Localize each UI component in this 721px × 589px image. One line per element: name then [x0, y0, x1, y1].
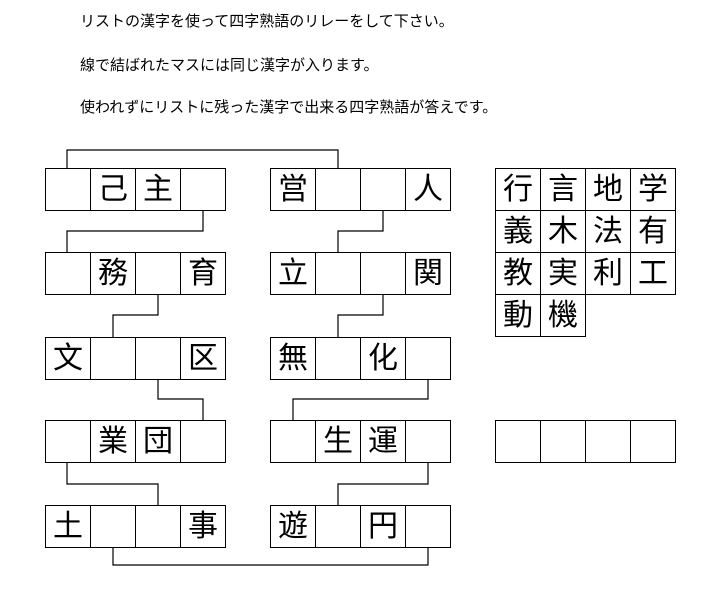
- right-row2-cell3[interactable]: [360, 252, 406, 295]
- right-row1-cell1[interactable]: 営: [270, 168, 316, 211]
- right-row1-cell4[interactable]: 人: [405, 168, 451, 211]
- right-row2-cell2[interactable]: [315, 252, 361, 295]
- connector-left-2-3: [112, 294, 159, 337]
- instruction-line-3: 使われずにリストに残った漢字で出来る四字熟語が答えです。: [80, 98, 498, 116]
- kanji-list-item: 義: [495, 210, 541, 253]
- left-row2-cell3[interactable]: [135, 252, 181, 295]
- instruction-line-2: 線で結ばれたマスには同じ漢字が入ります。: [80, 56, 379, 74]
- kanji-list-item: 木: [540, 210, 586, 253]
- kanji-list-item: 実: [540, 252, 586, 295]
- left-row4-cell4[interactable]: [180, 420, 226, 463]
- right-row5-cell4[interactable]: [405, 505, 451, 548]
- instruction-line-1: リストの漢字を使って四字熟語のリレーをして下さい。: [80, 12, 454, 30]
- left-row5-cell2[interactable]: [90, 505, 136, 548]
- kanji-list-item: 行: [495, 168, 541, 211]
- right-row2-cell4[interactable]: 関: [405, 252, 451, 295]
- answer-cell-3[interactable]: [585, 420, 631, 463]
- left-row5-cell1[interactable]: 土: [45, 505, 91, 548]
- right-row3-cell4[interactable]: [405, 337, 451, 380]
- left-row4-cell3[interactable]: 団: [135, 420, 181, 463]
- kanji-list-item: 法: [585, 210, 631, 253]
- right-row4-cell1[interactable]: [270, 420, 316, 463]
- kanji-list-item: 工: [630, 252, 676, 295]
- left-row3-cell3[interactable]: [135, 337, 181, 380]
- kanji-list-item: 学: [630, 168, 676, 211]
- left-row1-cell1[interactable]: [45, 168, 91, 211]
- answer-cell-2[interactable]: [540, 420, 586, 463]
- answer-cell-4[interactable]: [630, 420, 676, 463]
- left-row4-cell2[interactable]: 業: [90, 420, 136, 463]
- right-row3-cell2[interactable]: [315, 337, 361, 380]
- right-row4-cell4[interactable]: [405, 420, 451, 463]
- kanji-list-item: 有: [630, 210, 676, 253]
- right-row5-cell2[interactable]: [315, 505, 361, 548]
- connector-right-2-3: [337, 294, 384, 337]
- connector-left-3-4: [157, 379, 204, 420]
- right-row3-cell3[interactable]: 化: [360, 337, 406, 380]
- left-row3-cell1[interactable]: 文: [45, 337, 91, 380]
- left-row2-cell1[interactable]: [45, 252, 91, 295]
- right-row4-cell2[interactable]: 生: [315, 420, 361, 463]
- kanji-list-item: 言: [540, 168, 586, 211]
- right-row5-cell3[interactable]: 円: [360, 505, 406, 548]
- left-row2-cell4[interactable]: 育: [180, 252, 226, 295]
- kanji-list-item: 教: [495, 252, 541, 295]
- right-row4-cell3[interactable]: 運: [360, 420, 406, 463]
- right-row2-cell1[interactable]: 立: [270, 252, 316, 295]
- left-row1-cell3[interactable]: 主: [135, 168, 181, 211]
- left-row3-cell2[interactable]: [90, 337, 136, 380]
- connector-right-1-2: [337, 210, 384, 252]
- left-row1-cell2[interactable]: 己: [90, 168, 136, 211]
- answer-cell-1[interactable]: [495, 420, 541, 463]
- left-row3-cell4[interactable]: 区: [180, 337, 226, 380]
- right-row1-cell3[interactable]: [360, 168, 406, 211]
- right-row5-cell1[interactable]: 遊: [270, 505, 316, 548]
- connector-bottom: [112, 547, 429, 566]
- right-row1-cell2[interactable]: [315, 168, 361, 211]
- connector-top: [66, 149, 339, 168]
- left-row2-cell2[interactable]: 務: [90, 252, 136, 295]
- connector-right-4-5: [337, 463, 429, 505]
- left-row5-cell3[interactable]: [135, 505, 181, 548]
- connector-right-3-4: [292, 379, 429, 420]
- kanji-list-item: 動: [495, 294, 541, 337]
- kanji-list-item: 利: [585, 252, 631, 295]
- left-row4-cell1[interactable]: [45, 420, 91, 463]
- kanji-list-item: 機: [540, 294, 586, 337]
- left-row5-cell4[interactable]: 事: [180, 505, 226, 548]
- right-row3-cell1[interactable]: 無: [270, 337, 316, 380]
- connector-left-4-5: [66, 463, 159, 505]
- kanji-list-item: 地: [585, 168, 631, 211]
- left-row1-cell4[interactable]: [180, 168, 226, 211]
- connector-left-1-2: [66, 210, 204, 252]
